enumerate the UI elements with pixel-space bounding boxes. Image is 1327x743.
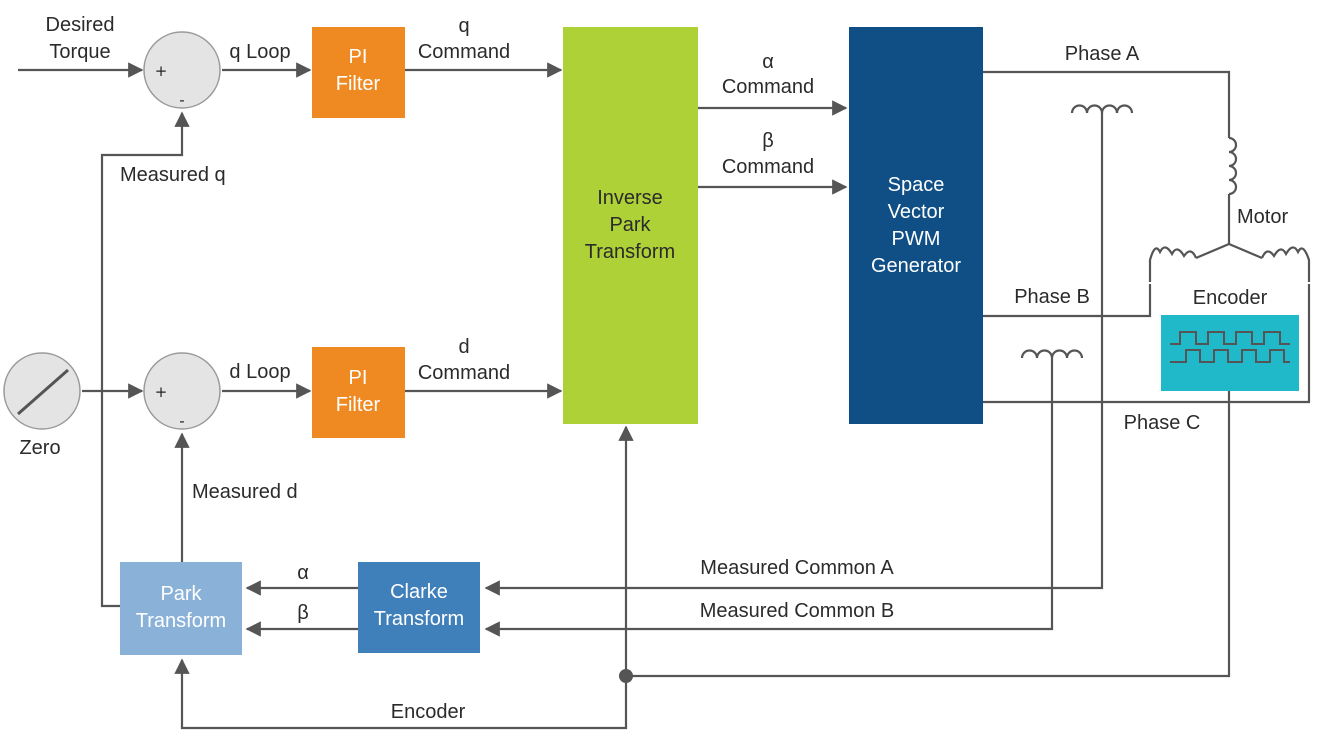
d-loop-label: d Loop	[229, 361, 290, 383]
encoder-label: Encoder	[1193, 287, 1268, 309]
q-loop-label: q Loop	[229, 41, 290, 63]
measured-d-label: Measured d	[192, 481, 298, 503]
alpha-label: α	[297, 562, 309, 584]
alpha-command-label-2: Command	[722, 76, 814, 98]
current-sensor-b-icon	[1020, 349, 1084, 359]
d-summer-minus: -	[179, 412, 184, 430]
measured-q-wire	[100, 111, 190, 608]
clarke-transform-block: Clarke Transform	[358, 562, 480, 653]
svg-text:PWM: PWM	[892, 228, 941, 250]
svg-text:PI: PI	[349, 367, 368, 389]
motor-star-right	[1228, 242, 1263, 260]
encoder-feedback-label: Encoder	[391, 701, 466, 723]
pi-filter-q-block: PI Filter	[312, 27, 405, 118]
measured-q-label: Measured q	[120, 164, 226, 186]
d-command-label-2: Command	[418, 362, 510, 384]
phase-c-wire	[983, 284, 1311, 404]
motor-coil-a	[1228, 136, 1238, 196]
measured-common-b-wire	[484, 358, 1054, 637]
current-sensor-a-icon	[1070, 104, 1134, 114]
svg-text:Park: Park	[160, 583, 202, 605]
svg-text:Park: Park	[609, 214, 651, 236]
q-summer-plus: +	[155, 62, 168, 80]
zero-label: Zero	[19, 437, 60, 459]
zero-source-icon	[3, 352, 81, 430]
svg-text:Transform: Transform	[585, 241, 675, 263]
phase-b-wire	[983, 284, 1152, 318]
motor-coil-c	[1260, 246, 1311, 282]
encoder-to-park-wire	[174, 658, 628, 730]
measured-common-a-wire	[484, 113, 1104, 596]
svg-text:Transform: Transform	[374, 608, 464, 630]
beta-command-label-2: Command	[722, 156, 814, 178]
measured-common-a-label: Measured Common A	[700, 557, 894, 579]
svg-text:Space: Space	[888, 174, 945, 196]
phase-b-label: Phase B	[1014, 286, 1090, 308]
d-command-label: d	[458, 336, 469, 358]
svg-text:Transform: Transform	[136, 610, 226, 632]
measured-common-b-label: Measured Common B	[700, 600, 895, 622]
d-summer-plus: +	[155, 383, 168, 401]
svpwm-generator-block: Space Vector PWM Generator	[849, 27, 983, 424]
desired-torque-label: Desired	[46, 14, 115, 36]
svg-text:Inverse: Inverse	[597, 187, 663, 209]
svg-text:Generator: Generator	[871, 255, 961, 277]
svg-text:Vector: Vector	[888, 201, 945, 223]
svg-text:Clarke: Clarke	[390, 581, 448, 603]
alpha-command-label: α	[762, 51, 774, 73]
svg-text:Filter: Filter	[336, 394, 381, 416]
q-command-label-2: Command	[418, 41, 510, 63]
motor-coil-b	[1148, 246, 1198, 282]
park-transform-block: Park Transform	[120, 562, 242, 655]
phase-c-label: Phase C	[1124, 412, 1201, 434]
d-summer: + -	[143, 352, 221, 430]
encoder-junction-dot	[619, 669, 633, 683]
motor-label: Motor	[1237, 206, 1288, 228]
pi-filter-d-block: PI Filter	[312, 347, 405, 438]
encoder-icon	[1161, 315, 1299, 391]
desired-torque-label-2: Torque	[49, 41, 110, 63]
q-summer-minus: -	[179, 91, 184, 109]
q-summer: + -	[143, 31, 221, 109]
beta-command-label: β	[762, 130, 774, 152]
q-command-label: q	[458, 15, 469, 37]
svg-text:PI: PI	[349, 46, 368, 68]
encoder-output-wire	[626, 391, 1231, 678]
inverse-park-block: Inverse Park Transform	[563, 27, 698, 424]
phase-a-wire	[983, 70, 1231, 138]
motor-star-left	[1195, 242, 1230, 260]
phase-a-label: Phase A	[1065, 43, 1140, 65]
svg-text:Filter: Filter	[336, 73, 381, 95]
beta-label: β	[297, 602, 309, 624]
